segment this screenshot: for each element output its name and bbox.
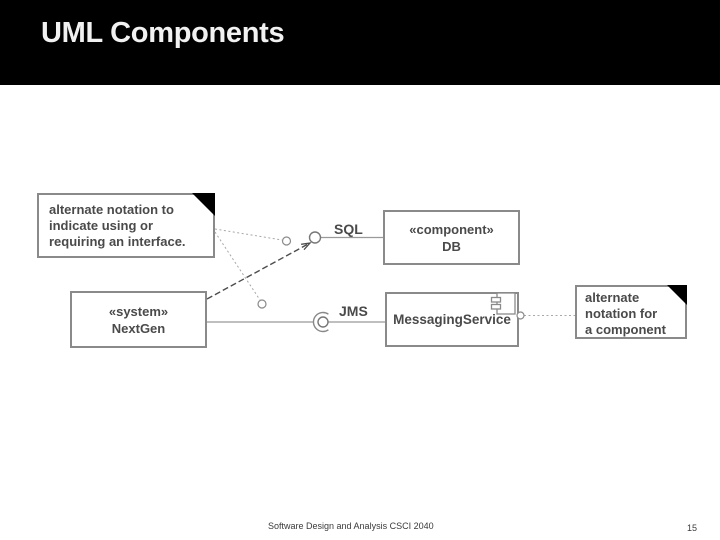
stereotype-label: «component»	[409, 221, 494, 237]
page-number: 15	[687, 523, 698, 533]
note-line: alternate	[585, 290, 640, 305]
jms-interface-label: JMS	[339, 303, 368, 319]
component-name: NextGen	[111, 320, 166, 336]
note-anchor-right	[516, 311, 575, 320]
folded-corner-icon	[667, 285, 687, 305]
folded-corner-icon	[192, 193, 215, 216]
title-bar	[0, 0, 720, 85]
note-line: indicate using or	[49, 218, 154, 233]
component-name: MessagingService	[393, 312, 511, 327]
messaging-service-box: MessagingService	[385, 292, 519, 347]
sql-interface-label: SQL	[334, 221, 363, 237]
sql-ball-icon	[308, 231, 322, 244]
footer-course-text: Software Design and Analysis CSCI 2040	[268, 521, 434, 531]
jms-ball-icon	[317, 316, 329, 328]
stereotype-label: «system»	[108, 303, 169, 319]
note-line: alternate notation to	[49, 202, 174, 217]
dependency-arrow	[206, 242, 312, 300]
slide-title: UML Components	[41, 17, 285, 49]
component-name: DB	[442, 238, 461, 254]
db-component-box: «component» DB	[383, 210, 520, 265]
nextgen-system-box: «system» NextGen	[70, 291, 207, 348]
note-anchor-lines	[214, 228, 283, 301]
component-note: alternate notation for a component	[575, 285, 687, 339]
note-line: notation for	[585, 306, 658, 321]
note-line: a component	[585, 322, 666, 337]
note-anchor-circle	[281, 236, 292, 246]
jms-socket-icon	[312, 311, 329, 333]
interface-note: alternate notation to indicate using or …	[37, 193, 215, 258]
note-line: requiring an interface.	[49, 234, 186, 249]
note-anchor-circle	[257, 299, 267, 309]
